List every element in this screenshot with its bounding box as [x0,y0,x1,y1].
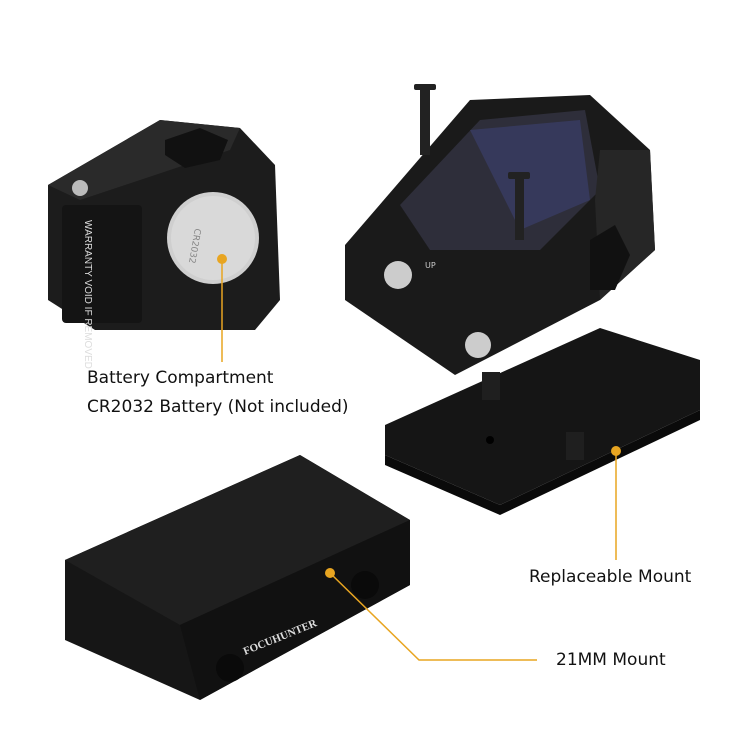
callout-replaceable-mount [611,446,621,560]
warranty-text: WARRANTY VOID IF REMOVED [82,220,93,369]
battery-housing: WARRANTY VOID IF REMOVED CR2032 [48,120,280,369]
21mm-mount: FOCUHUNTER [65,455,410,700]
callout-battery [217,254,227,362]
replaceable-mount [385,328,700,515]
windage-dial [465,332,491,358]
red-dot-sight: UP [345,84,655,375]
21mm-mount-label: 21MM Mount [556,650,666,670]
svg-text:UP: UP [425,261,436,270]
battery-compartment-label: Battery Compartment [87,368,274,388]
screw-icon [420,85,430,155]
replaceable-mount-label: Replaceable Mount [529,567,692,587]
callout-21mm-mount [325,568,537,661]
elevation-dial [384,261,412,289]
battery-type-label: CR2032 Battery (Not included) [87,397,349,417]
